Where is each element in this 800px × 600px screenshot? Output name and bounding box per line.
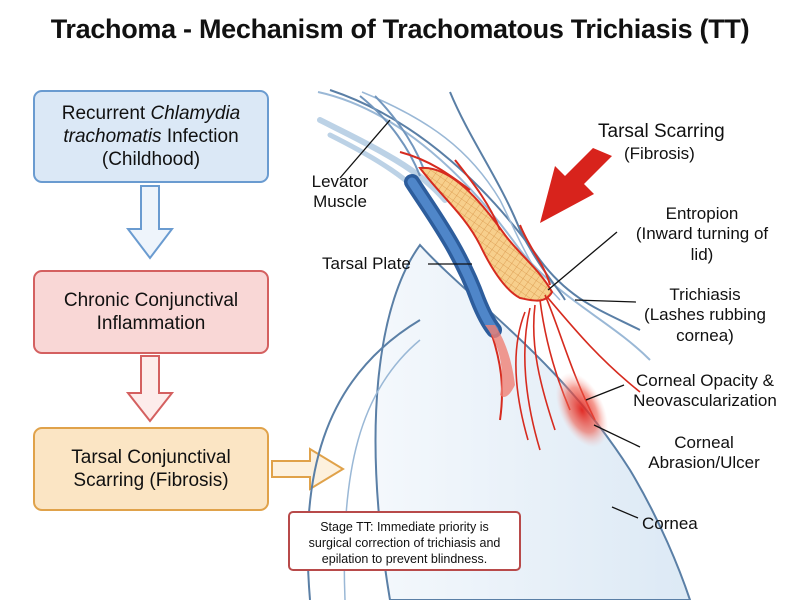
opacity-line1: Corneal Opacity & — [636, 371, 774, 390]
box3-line1: Tarsal Conjunctival — [71, 446, 231, 468]
entropion-line1: Entropion — [665, 204, 739, 223]
clinical-note-box: Stage TT: Immediate priority is surgical… — [288, 511, 521, 571]
trichiasis-line2: (Lashes rubbing — [644, 305, 766, 325]
box3-line2: Scarring (Fibrosis) — [73, 470, 229, 491]
levator-line2: Muscle — [313, 192, 367, 212]
label-trichiasis: Trichiasis (Lashes rubbing cornea) — [630, 285, 780, 346]
box1-line2: trachomatis Infection — [63, 125, 238, 148]
abrasion-line2: Abrasion/Ulcer — [648, 453, 760, 473]
leader-lines — [339, 119, 641, 519]
scar-streaks — [399, 151, 551, 421]
label-corneal-opacity: Corneal Opacity & Neovascularization — [620, 371, 790, 412]
label-tarsal-plate: Tarsal Plate — [322, 254, 411, 273]
levator-line1: Levator — [311, 172, 369, 191]
label-cornea: Cornea — [642, 514, 698, 533]
entropion-line2: (Inward turning of — [635, 224, 769, 244]
box1-suffix: Infection — [161, 125, 239, 147]
box1-italic1: Chlamydia — [150, 102, 241, 124]
page-title: Trachoma - Mechanism of Trachomatous Tri… — [50, 14, 750, 44]
tarsal-scarring-line1: Tarsal Scarring — [598, 121, 725, 142]
box1-prefix: Recurrent — [61, 102, 151, 124]
flow-arrow-3 — [271, 447, 345, 491]
note-line2: surgical correction of trichiasis and — [308, 535, 501, 550]
abrasion-line1: Corneal — [674, 433, 734, 452]
flowchart-box-scarring: Tarsal Conjunctival Scarring (Fibrosis) — [33, 427, 269, 511]
box1-line1: Recurrent Chlamydia — [62, 102, 240, 125]
label-levator-muscle: Levator Muscle — [298, 172, 382, 213]
flowchart-box-inflammation: Chronic Conjunctival Inflammation — [33, 270, 269, 354]
flow-arrow-1 — [125, 185, 175, 260]
tarsal-scarring-line2: (Fibrosis) — [624, 143, 695, 163]
note-line1: Stage TT: Immediate priority is — [320, 519, 489, 534]
note-line3: epilation to prevent blindness. — [321, 551, 488, 566]
trichiasis-line3: cornea) — [676, 325, 734, 345]
label-corneal-abrasion: Corneal Abrasion/Ulcer — [630, 433, 778, 474]
box1-italic2: trachomatis — [63, 125, 162, 147]
corneal-ulcer — [555, 372, 609, 448]
flow-arrow-2 — [125, 355, 175, 423]
flowchart-box-infection: Recurrent Chlamydia trachomatis Infectio… — [33, 90, 269, 183]
box2-line2: Inflammation — [96, 313, 206, 334]
label-entropion: Entropion (Inward turning of lid) — [620, 204, 784, 265]
opacity-line2: Neovascularization — [633, 391, 777, 411]
entropion-line3: lid) — [690, 244, 714, 264]
trichiasis-line1: Trichiasis — [669, 285, 741, 304]
box2-line1: Chronic Conjunctival — [63, 289, 239, 311]
box1-line3: (Childhood) — [101, 149, 201, 171]
label-tarsal-scarring: Tarsal Scarring (Fibrosis) — [598, 121, 768, 164]
scarring-arrow — [540, 148, 612, 223]
